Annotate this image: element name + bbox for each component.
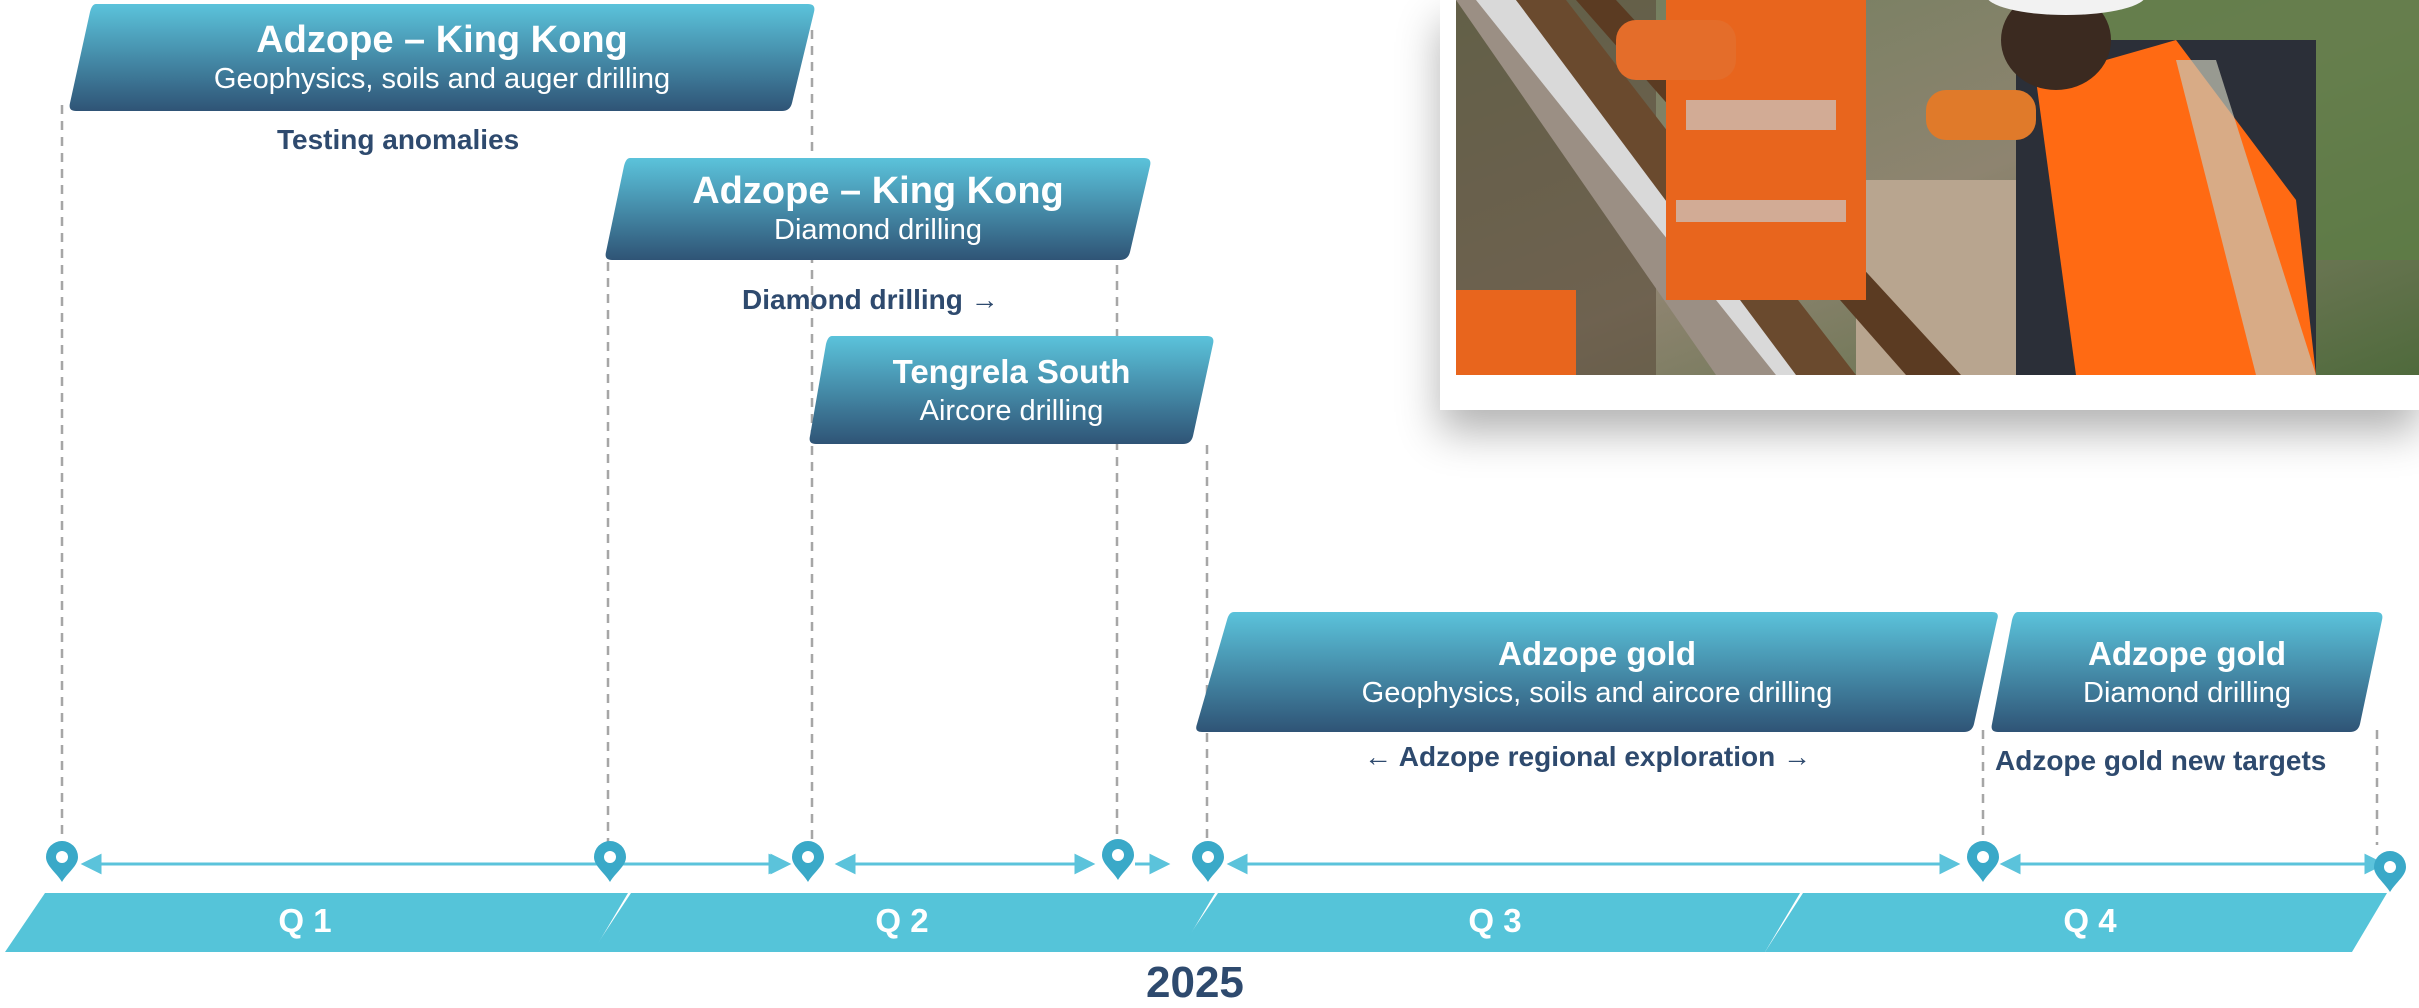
quarter-label-q3: Q 3 bbox=[1468, 902, 1522, 939]
quarter-label-q1: Q 1 bbox=[278, 902, 332, 939]
quarter-bar-q1 bbox=[5, 893, 628, 952]
label-new-targets: Adzope gold new targets bbox=[1995, 745, 2327, 776]
quarter-bar-q3 bbox=[1178, 893, 1800, 952]
box-title: Adzope – King Kong bbox=[256, 18, 628, 61]
box-adzope-gold-diamond: Adzope gold Diamond drilling bbox=[1990, 612, 2384, 732]
double-arrow-icon bbox=[80, 853, 2386, 875]
map-pin-icon bbox=[46, 839, 2406, 892]
box-subtitle: Geophysics, soils and aircore drilling bbox=[1361, 677, 1833, 709]
box-title: Adzope gold bbox=[1498, 635, 1696, 672]
label-testing-anomalies: Testing anomalies bbox=[277, 124, 520, 155]
box-title: Adzope gold bbox=[2088, 635, 2286, 672]
label-regional-exploration: ← Adzope regional exploration → bbox=[1364, 741, 1812, 772]
quarter-bars bbox=[5, 893, 2387, 952]
box-title: Adzope – King Kong bbox=[692, 170, 1064, 212]
box-subtitle: Aircore drilling bbox=[919, 395, 1104, 427]
drilling-crew-photo bbox=[1456, 0, 2419, 375]
box-adzope-king-kong-diamond: Adzope – King Kong Diamond drilling bbox=[604, 158, 1152, 260]
box-subtitle: Geophysics, soils and auger drilling bbox=[213, 62, 671, 95]
box-subtitle: Diamond drilling bbox=[2083, 677, 2291, 709]
quarter-bar-q4 bbox=[1765, 893, 2387, 952]
quarter-label-q4: Q 4 bbox=[2063, 902, 2117, 939]
box-adzope-gold-geophysics: Adzope gold Geophysics, soils and aircor… bbox=[1194, 612, 2000, 732]
label-diamond-drilling: Diamond drilling → bbox=[742, 284, 999, 315]
year-label: 2025 bbox=[1146, 958, 1244, 1007]
box-subtitle: Diamond drilling bbox=[774, 214, 982, 246]
box-title: Tengrela South bbox=[892, 353, 1131, 390]
quarter-bar-q2 bbox=[592, 893, 1215, 952]
box-adzope-king-kong-geophysics: Adzope – King Kong Geophysics, soils and… bbox=[68, 4, 816, 111]
box-tengrela-south: Tengrela South Aircore drilling bbox=[808, 336, 1215, 444]
quarter-label-q2: Q 2 bbox=[875, 902, 929, 939]
